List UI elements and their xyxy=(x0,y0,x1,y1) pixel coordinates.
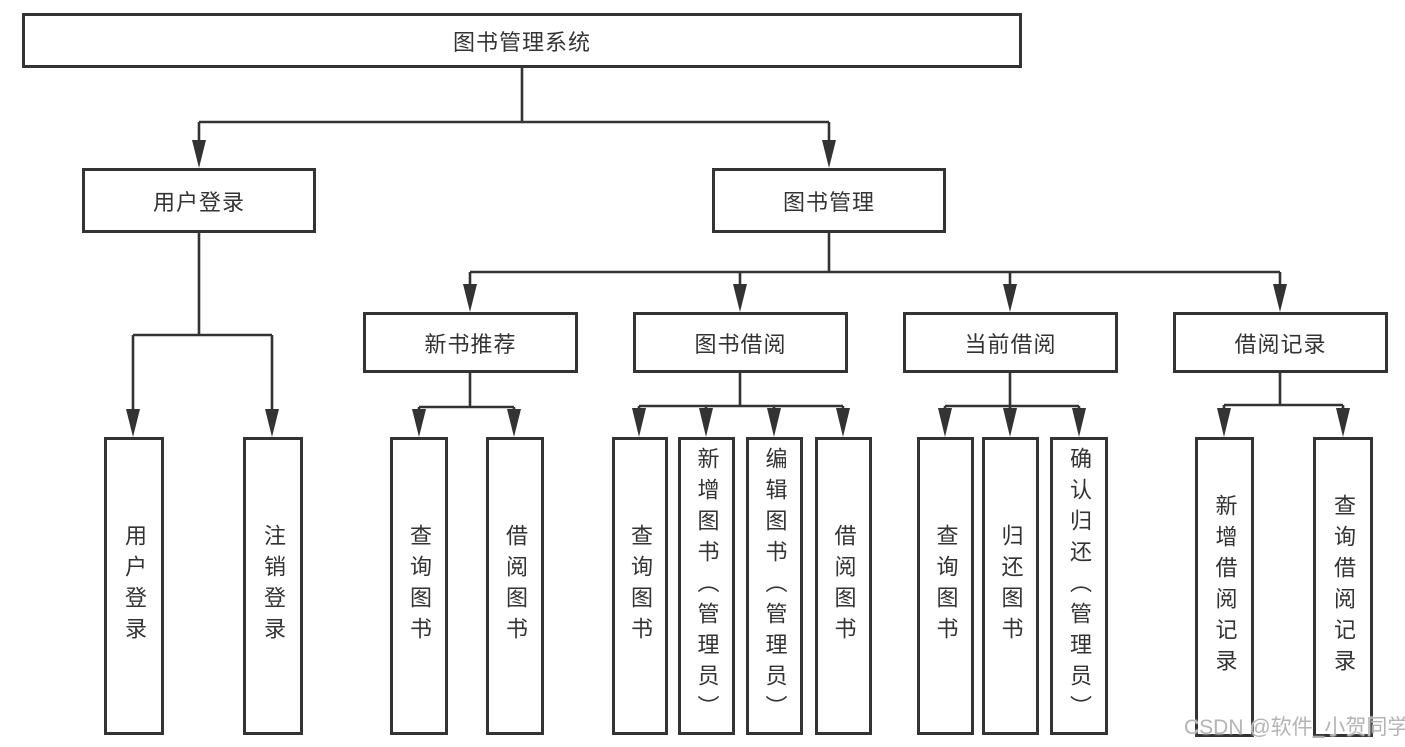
node-new-book-rec: 新书推荐 xyxy=(363,312,578,373)
leaf-return-book-label: 归还图书 xyxy=(998,524,1024,648)
leaf-borrow-book-borrow-label: 借阅图书 xyxy=(831,524,857,648)
node-current-borrow-label: 当前借阅 xyxy=(964,331,1057,357)
leaf-query-book-current: 查询图书 xyxy=(917,437,974,735)
leaf-add-book-admin: 新增图书（管理员） xyxy=(678,437,735,735)
node-book-mgmt: 图书管理 xyxy=(712,168,946,233)
leaf-borrow-book-rec-label: 借阅图书 xyxy=(503,524,528,648)
leaf-query-book-current-label: 查询图书 xyxy=(933,524,959,648)
leaf-edit-book-admin: 编辑图书（管理员） xyxy=(746,437,803,735)
leaf-confirm-return-admin-label: 确认归还（管理员） xyxy=(1067,446,1092,726)
node-book-borrow-label: 图书借阅 xyxy=(694,331,787,357)
leaf-confirm-return-admin: 确认归还（管理员） xyxy=(1050,437,1108,735)
leaf-add-borrow-record-label: 新增借阅记录 xyxy=(1212,494,1238,680)
node-root-label: 图书管理系统 xyxy=(452,29,591,55)
leaf-borrow-book-rec: 借阅图书 xyxy=(486,437,544,735)
node-user-login: 用户登录 xyxy=(82,168,316,233)
node-borrow-records: 借阅记录 xyxy=(1173,312,1388,373)
node-borrow-records-label: 借阅记录 xyxy=(1234,331,1327,357)
node-root: 图书管理系统 xyxy=(22,13,1022,68)
leaf-query-borrow-record-label: 查询借阅记录 xyxy=(1331,494,1356,680)
leaf-query-book-borrow: 查询图书 xyxy=(612,437,668,735)
leaf-query-book-rec: 查询图书 xyxy=(390,437,448,735)
leaf-edit-book-admin-label: 编辑图书（管理员） xyxy=(762,446,788,726)
leaf-query-borrow-record: 查询借阅记录 xyxy=(1313,437,1373,737)
leaf-add-book-admin-label: 新增图书（管理员） xyxy=(694,446,720,726)
arrowhead-group xyxy=(126,140,1350,437)
leaf-query-book-borrow-label: 查询图书 xyxy=(628,524,653,648)
node-user-login-label: 用户登录 xyxy=(152,189,245,215)
node-book-mgmt-label: 图书管理 xyxy=(782,189,875,215)
leaf-return-book: 归还图书 xyxy=(982,437,1039,735)
leaf-query-book-rec-label: 查询图书 xyxy=(407,524,432,648)
leaf-user-login-label: 用户登录 xyxy=(122,524,147,648)
leaf-borrow-book-borrow: 借阅图书 xyxy=(815,437,872,735)
node-book-borrow: 图书借阅 xyxy=(633,312,848,373)
csdn-watermark: CSDN @软件_小贺同学 xyxy=(1184,716,1405,739)
leaf-logout-label: 注销登录 xyxy=(261,524,286,648)
node-current-borrow: 当前借阅 xyxy=(903,312,1118,373)
leaf-logout: 注销登录 xyxy=(243,437,303,735)
leaf-add-borrow-record: 新增借阅记录 xyxy=(1195,437,1254,737)
node-new-book-rec-label: 新书推荐 xyxy=(424,331,517,357)
leaf-user-login: 用户登录 xyxy=(104,437,164,735)
